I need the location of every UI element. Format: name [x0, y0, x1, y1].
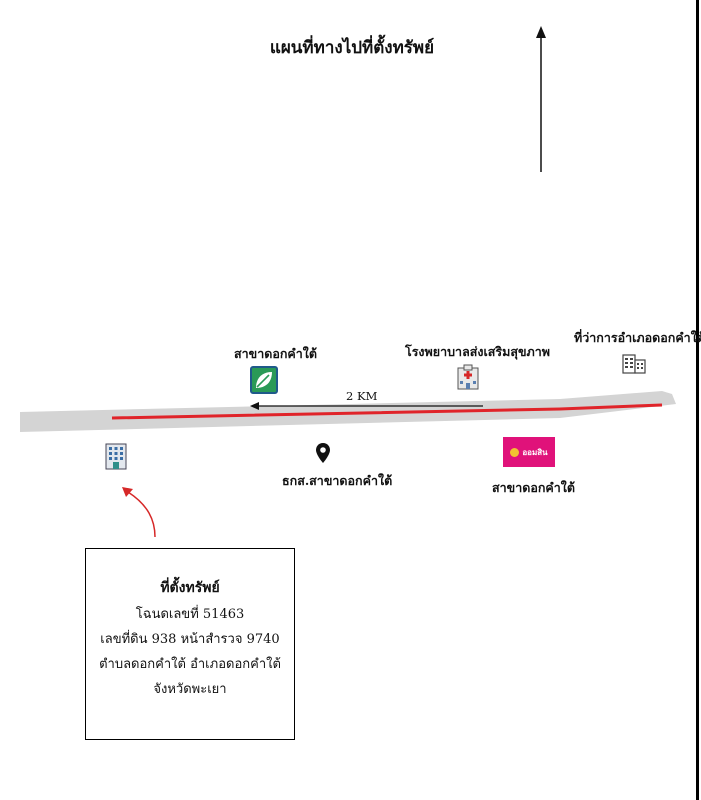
baac-logo-icon	[250, 366, 278, 394]
property-deed: โฉนดเลขที่ 51463	[135, 607, 245, 622]
office-building-icon	[622, 354, 646, 374]
distance-arrow-head	[250, 402, 259, 410]
property-heading: ที่ตั้งทรัพย์	[160, 580, 220, 596]
district-office-label: ที่ว่าการอำเภอดอกคำใต้	[574, 330, 701, 345]
map-title: แผนที่ทางไปที่ตั้งทรัพย์	[269, 38, 435, 58]
property-subdistrict: ตำบลดอกคำใต้ อำเภอดอกคำใต้	[99, 657, 281, 672]
gsb-logo-icon: ออมสิน	[503, 437, 555, 467]
gsb-logo-text: ออมสิน	[522, 447, 548, 457]
gsb-branch-label: สาขาดอกคำใต้	[492, 480, 576, 495]
route-line	[111, 403, 663, 420]
property-building-icon	[105, 443, 127, 470]
gsb-coin-icon	[510, 447, 520, 457]
baac-branch-label: สาขาดอกคำใต้	[234, 346, 318, 361]
property-info-box: ที่ตั้งทรัพย์ โฉนดเลขที่ 51463 เลขที่ดิน…	[85, 548, 295, 740]
baac-location-label: ธกส.สาขาดอกคำใต้	[282, 473, 393, 488]
property-land-no: เลขที่ดิน 938 หน้าสำรวจ 9740	[100, 632, 280, 647]
property-province: จังหวัดพะเยา	[153, 682, 227, 697]
pointer-head	[122, 487, 133, 497]
pointer-curve	[127, 491, 156, 538]
frame-edge	[696, 0, 699, 800]
hospital-icon	[457, 364, 479, 390]
north-arrow-head	[536, 26, 546, 38]
location-pin-icon	[316, 443, 330, 463]
distance-label: 2 KM	[346, 389, 378, 403]
road	[20, 391, 676, 432]
hospital-label: โรงพยาบาลส่งเสริมสุขภาพ	[405, 344, 550, 359]
